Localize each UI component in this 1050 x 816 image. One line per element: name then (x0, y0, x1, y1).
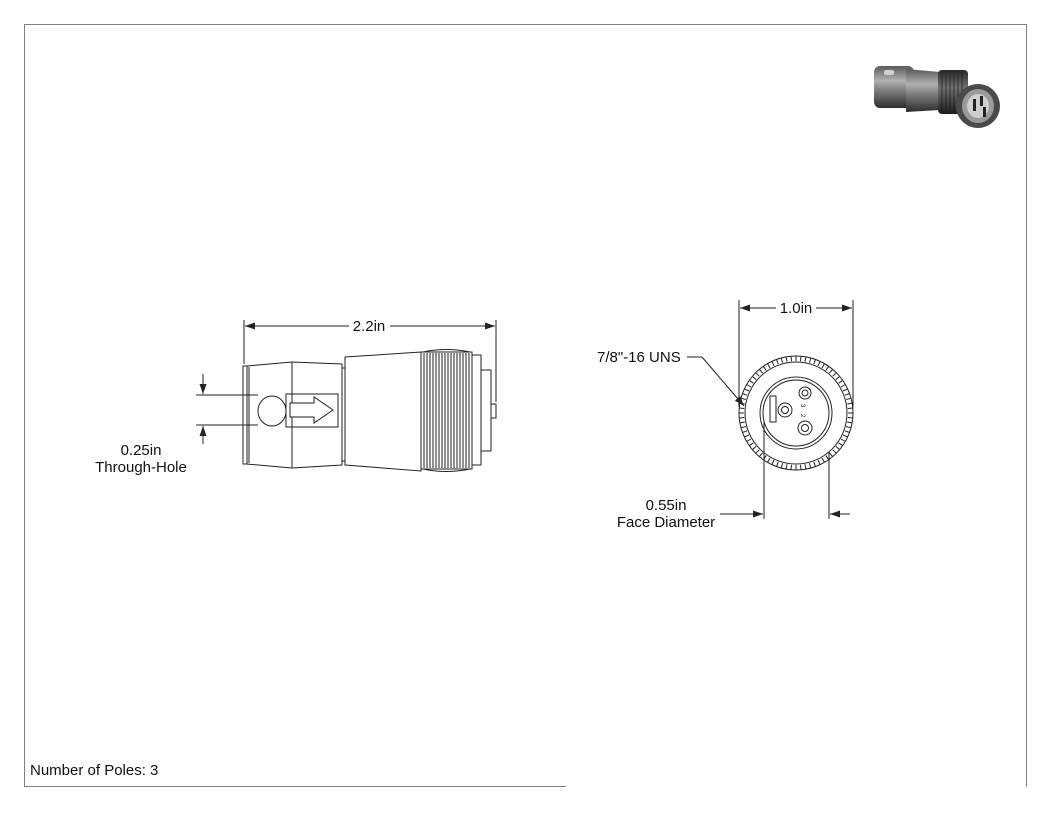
pin-label-2: 2 (799, 414, 805, 418)
knurled-coupling-nut (420, 349, 473, 472)
rear-flange (471, 354, 482, 466)
sheet-border (24, 24, 1027, 787)
diameter-dimension (738, 300, 854, 407)
thread-leader (687, 356, 745, 407)
insert-face (759, 376, 833, 450)
hole-note-label: Through-Hole (95, 459, 187, 476)
pin-label-3: 3 (799, 404, 805, 408)
connector-thumbnail (874, 66, 1000, 128)
face-view (738, 355, 854, 471)
pin-socket-2 (797, 420, 813, 436)
pin-socket-1 (777, 402, 793, 418)
face-size-label: 0.55in (645, 497, 687, 514)
thread-spec-label: 7/8"-16 UNS (597, 349, 681, 366)
hole-size-label: 0.25in (120, 442, 162, 459)
overall-length-label: 2.2in (352, 318, 386, 335)
direction-arrow (285, 393, 339, 428)
through-hole (257, 395, 287, 427)
number-of-poles-label: Number of Poles: 3 (30, 762, 159, 779)
front-body (344, 351, 422, 472)
outer-diameter-label: 1.0in (779, 300, 813, 317)
knurl-lines (423, 353, 470, 468)
pin-stub (480, 369, 492, 452)
face-diameter-dimension (720, 421, 850, 519)
face-note-label: Face Diameter (616, 514, 716, 531)
overall-length-dimension (243, 320, 497, 402)
side-view (242, 349, 497, 472)
hole-dimension (196, 374, 258, 444)
pin-socket-3 (798, 386, 812, 400)
polarizing-key (769, 395, 777, 423)
